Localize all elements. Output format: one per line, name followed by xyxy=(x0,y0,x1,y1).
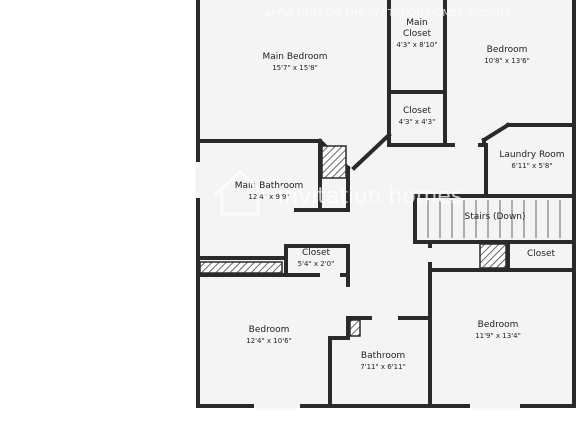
floor-area xyxy=(198,0,574,406)
room-name-main-closet-line1: Main xyxy=(406,18,428,28)
hatched-chase-3 xyxy=(479,243,507,269)
watermark-brand: invitation homes xyxy=(278,184,462,209)
watermark: APPLY ONLY ON THE INVITATION HOMES WEBSI… xyxy=(212,8,512,216)
stair-treads xyxy=(427,200,561,238)
door-openings xyxy=(195,142,520,409)
room-name-main-closet-line2: Closet xyxy=(403,29,432,39)
walls xyxy=(196,0,576,408)
room-dims-closet-hall: 4'3" x 4'3" xyxy=(399,118,436,126)
room-dims-bedroom-se: 11'9" x 13'4" xyxy=(475,332,521,340)
room-dims-bedroom-ne: 10'8" x 13'6" xyxy=(484,57,530,65)
room-name-bedroom-se: Bedroom xyxy=(478,320,519,330)
hatched-chase-4 xyxy=(349,319,361,337)
room-name-bathroom: Bathroom xyxy=(361,351,405,361)
room-dims-bathroom: 7'11" x 6'11" xyxy=(360,363,406,371)
room-name-stairs: Stairs (Down) xyxy=(464,212,525,222)
room-dims-bedroom-sw: 12'4" x 10'6" xyxy=(246,337,292,345)
room-name-bedroom-ne: Bedroom xyxy=(487,45,528,55)
room-labels: Main Bedroom 15'7" x 15'8" Main Closet 4… xyxy=(235,18,565,371)
room-name-closet-mid: Closet xyxy=(302,248,331,258)
room-dims-laundry-room: 6'11" x 5'8" xyxy=(511,162,552,170)
watermark-top-line: APPLY ONLY ON THE INVITATION HOMES WEBSI… xyxy=(265,8,512,19)
room-dims-main-closet: 4'3" x 8'10" xyxy=(396,41,437,49)
room-dims-closet-mid: 5'4" x 2'0" xyxy=(298,260,335,268)
room-name-main-bedroom: Main Bedroom xyxy=(262,52,327,62)
hatched-chase-2 xyxy=(199,261,283,274)
room-name-closet-hall: Closet xyxy=(403,106,432,116)
room-name-laundry-room: Laundry Room xyxy=(499,150,564,160)
hatched-chase-1 xyxy=(321,145,347,179)
house-outline-icon xyxy=(212,169,268,216)
room-name-bedroom-sw: Bedroom xyxy=(249,325,290,335)
room-dims-main-bathroom: 12'4" x 9'9" xyxy=(248,193,289,201)
room-dims-main-bedroom: 15'7" x 15'8" xyxy=(272,64,318,72)
room-name-main-bathroom: Main Bathroom xyxy=(235,181,304,191)
room-name-closet-east: Closet xyxy=(527,249,556,259)
